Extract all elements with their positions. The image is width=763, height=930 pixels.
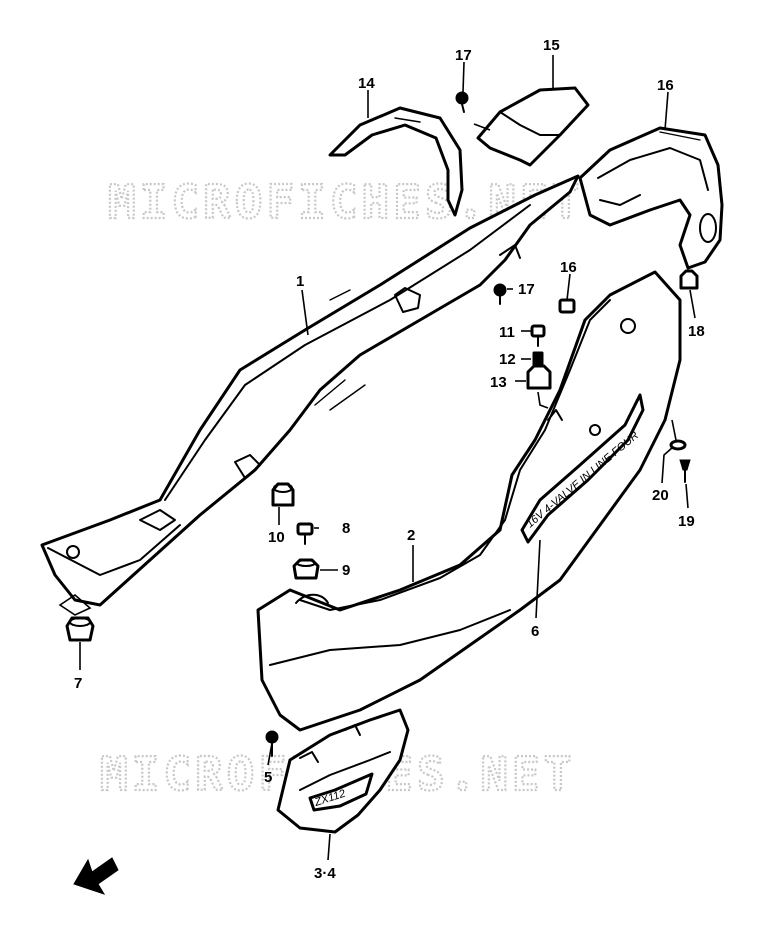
part-18-cushion	[679, 269, 699, 290]
callout-18: 18	[688, 323, 705, 340]
part-11-bolt	[530, 324, 546, 347]
part-10-grommet	[271, 482, 295, 507]
callout-12: 12	[499, 351, 516, 368]
part-19-screw	[679, 459, 691, 483]
part-8-collar	[296, 522, 314, 545]
callout-16-lower: 16	[560, 259, 577, 276]
callout-9: 9	[342, 562, 350, 579]
callout-6: 6	[531, 623, 539, 640]
part-17-screw-top	[455, 91, 469, 113]
callouts: 1 2 3·4 5 6 7 8 9 10 11 12 13 14 15 16 1…	[74, 37, 705, 882]
callout-3-4: 3·4	[314, 865, 336, 882]
part-9-cushion	[292, 558, 320, 580]
front-arrow-icon	[73, 857, 119, 895]
part-15-tail-cover	[476, 86, 590, 167]
callout-20: 20	[652, 487, 669, 504]
callout-8: 8	[342, 520, 350, 537]
callout-10: 10	[268, 529, 285, 546]
part-16-tail-piece	[578, 126, 724, 270]
part-2-side-cover	[256, 270, 682, 732]
callout-17-upper: 17	[455, 47, 472, 64]
part-7-cushion	[65, 616, 95, 642]
leader-lines	[58, 55, 696, 861]
callout-19: 19	[678, 513, 695, 530]
callout-5: 5	[264, 769, 272, 786]
callout-7: 7	[74, 675, 82, 692]
callout-11: 11	[499, 324, 515, 341]
callout-15: 15	[543, 37, 560, 54]
callout-14: 14	[358, 75, 375, 92]
part-16-nut	[558, 298, 576, 314]
part-20-washer	[669, 439, 687, 451]
part-17-screw-middle	[493, 283, 507, 305]
part-3-4-emblem-panel: ZX112	[276, 708, 410, 834]
part-13-cushion	[526, 364, 552, 390]
callout-2: 2	[407, 527, 415, 544]
callout-16-upper: 16	[657, 77, 674, 94]
callout-1: 1	[296, 273, 304, 290]
part-14-trim-strip	[328, 106, 464, 217]
callout-13: 13	[490, 374, 507, 391]
part-1-frame-cover	[40, 174, 580, 607]
callout-17-lower: 17	[518, 281, 535, 298]
part-12-spacer	[532, 351, 544, 367]
